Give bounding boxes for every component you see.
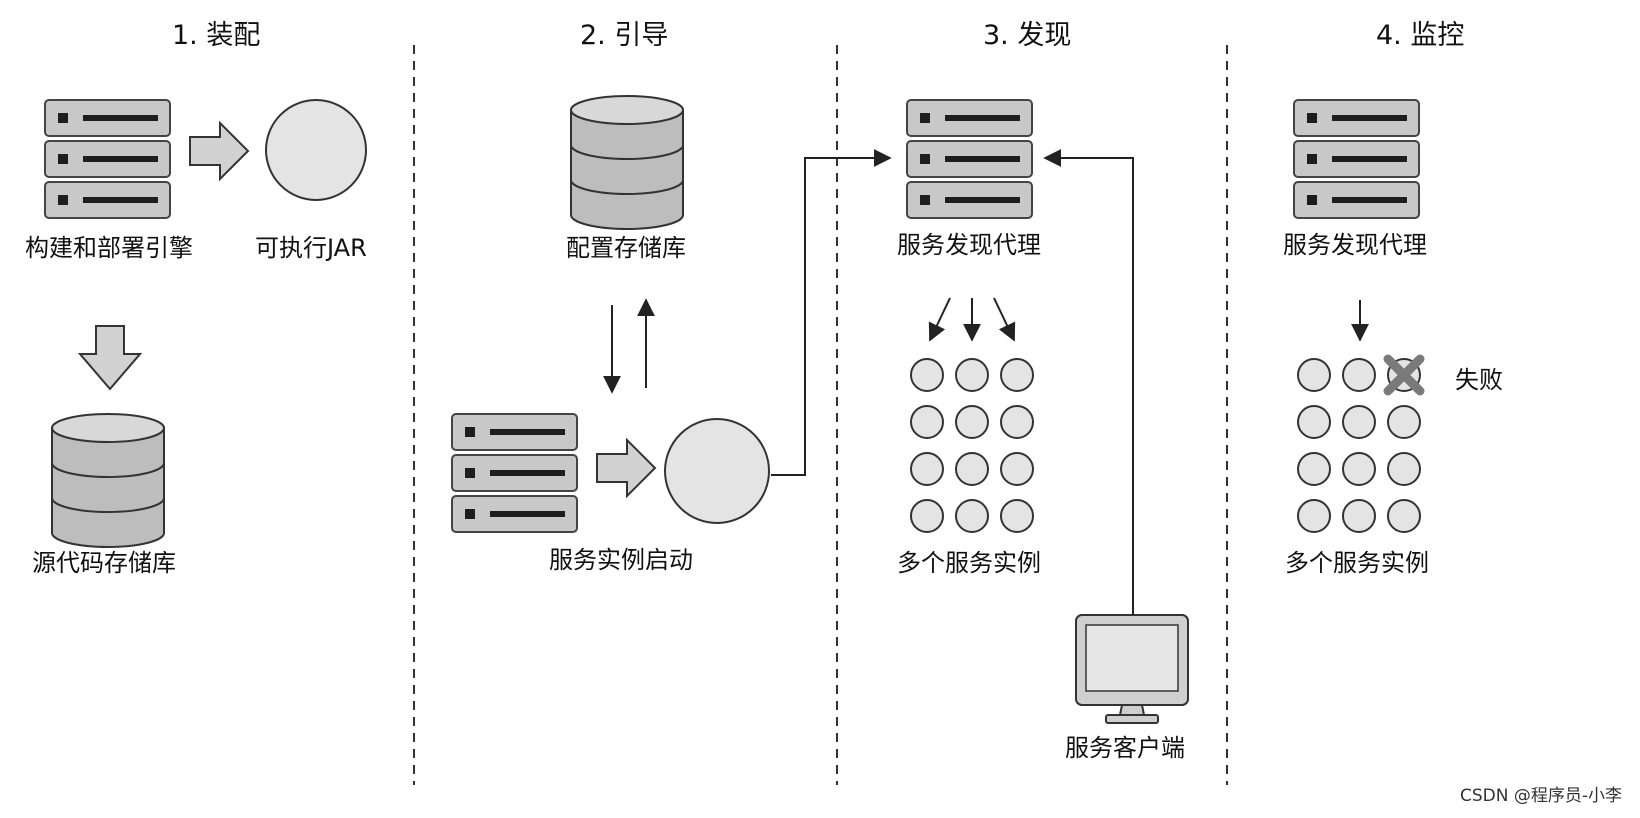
config-repo-label: 配置存储库	[566, 234, 686, 262]
service-instance-icon	[955, 358, 989, 392]
service-instance-icon	[1000, 358, 1034, 392]
service-instance-icon	[1387, 405, 1421, 439]
register-arrow	[771, 149, 892, 476]
block-arrow-down-icon	[77, 325, 143, 391]
connectors	[603, 149, 1369, 615]
monitoring-instance-grid	[1297, 354, 1425, 533]
discover-arrow-right	[993, 297, 1016, 342]
service-instance-icon	[1297, 358, 1331, 392]
service-instance-icon	[1387, 452, 1421, 486]
monitoring-agent-label: 服务发现代理	[1283, 231, 1427, 259]
executable-jar-icon	[265, 99, 367, 201]
service-instance-icon	[1387, 499, 1421, 533]
service-instance-icon	[1342, 358, 1376, 392]
service-instance-icon	[1297, 452, 1331, 486]
discovery-agent-label: 服务发现代理	[897, 231, 1041, 259]
build-engine-label: 构建和部署引擎	[25, 234, 193, 262]
failure-x-icon	[1383, 354, 1425, 396]
service-instance-icon	[1297, 499, 1331, 533]
discovery-instances-label: 多个服务实例	[897, 549, 1041, 577]
config-repo-database-icon	[570, 95, 684, 230]
phase-dividers	[413, 45, 1228, 785]
discover-arrow-left	[928, 297, 951, 342]
service-instance-icon	[1297, 405, 1331, 439]
service-instance-icon	[1342, 452, 1376, 486]
service-instance-icon	[1342, 405, 1376, 439]
discovery-agent-server-icon	[906, 99, 1033, 219]
source-repo-label: 源代码存储库	[32, 549, 176, 577]
phase-title-discovery: 3. 发现	[983, 20, 1072, 51]
monitoring-instances-label: 多个服务实例	[1285, 549, 1429, 577]
icons-layer	[44, 95, 1425, 724]
instance-server-icon	[451, 413, 578, 533]
monitoring-agent-server-icon	[1293, 99, 1420, 219]
service-instance-icon	[910, 405, 944, 439]
service-instance-icon	[1000, 452, 1034, 486]
service-instance-icon	[1000, 405, 1034, 439]
service-instance-icon	[1342, 499, 1376, 533]
monitor-icon	[1075, 614, 1189, 724]
client-lookup-arrow	[1043, 149, 1134, 615]
jar-label: 可执行JAR	[255, 234, 367, 262]
instance-start-label: 服务实例启动	[549, 546, 693, 574]
watermark: CSDN @程序员-小李	[1459, 786, 1622, 806]
service-instance-start-icon	[664, 418, 770, 524]
service-instance-icon	[910, 499, 944, 533]
phase-title-assembly: 1. 装配	[172, 20, 261, 51]
source-repo-database-icon	[51, 413, 165, 548]
block-arrow-icon	[596, 437, 657, 499]
service-instance-icon	[1000, 499, 1034, 533]
block-arrow-icon	[189, 120, 250, 182]
service-instance-icon	[955, 452, 989, 486]
phase-title-bootstrap: 2. 引导	[580, 20, 669, 51]
failed-label: 失败	[1455, 366, 1503, 394]
phase-title-monitoring: 4. 监控	[1376, 20, 1465, 51]
service-client-label: 服务客户端	[1065, 734, 1185, 762]
service-instance-icon	[955, 405, 989, 439]
discovery-instance-grid	[910, 358, 1034, 533]
build-engine-server-icon	[44, 99, 171, 219]
service-instance-icon	[955, 499, 989, 533]
service-instance-icon	[910, 358, 944, 392]
service-instance-icon	[910, 452, 944, 486]
